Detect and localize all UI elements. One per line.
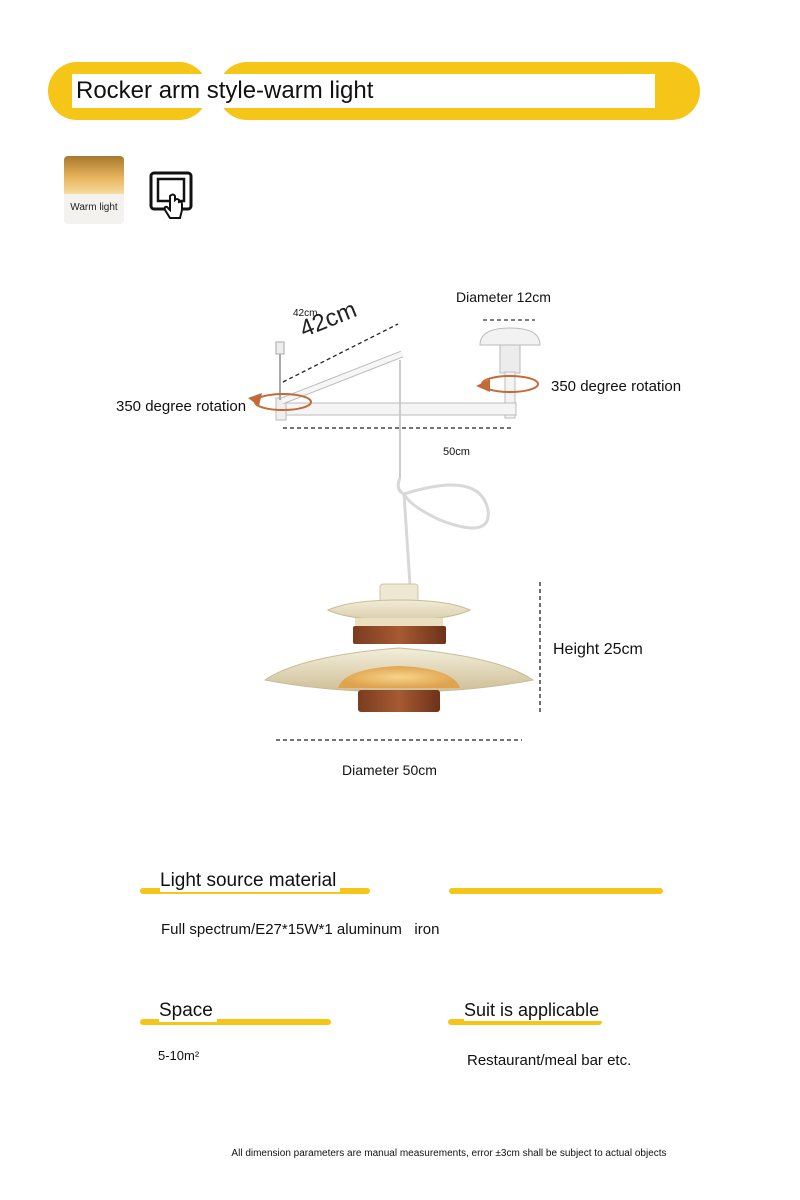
space-bar [140,1019,331,1025]
lamp-cable [396,477,490,586]
footer-note: All dimension parameters are manual meas… [231,1148,667,1159]
warm-light-glow [64,156,124,194]
shade-diameter-label: Diameter 50cm [342,762,437,778]
suitable-value: Restaurant/meal bar etc. [467,1052,632,1069]
light-source-bar-right [449,888,663,894]
canopy-diameter-label: Diameter 12cm [456,289,551,305]
rotation-arrow-left [248,393,312,411]
rotation-arrow-right [476,375,539,393]
lamp-shade [263,583,535,712]
ceiling-canopy [479,319,541,419]
height-label: Height 25cm [553,641,643,658]
suitable-bar [448,1019,602,1025]
rotation-left-label: 350 degree rotation [116,398,247,415]
rotation-right-label: 350 degree rotation [551,378,682,395]
space-value: 5-10m² [158,1048,200,1063]
arm-span-label: 50cm [443,446,470,458]
space-title: Space [159,1000,217,1022]
rocker-arm [275,341,517,478]
warm-light-label: Warm light [70,202,118,213]
arm-length-small-label: 42cm [293,308,318,319]
suitable-title: Suit is applicable [464,1000,604,1021]
page-title: Rocker arm style-warm light [72,74,655,108]
light-source-title: Light source material [160,870,341,892]
lamp-diagram [248,319,541,741]
arm-length-dim-line [282,323,399,383]
warm-light-swatch[interactable]: Warm light [64,156,124,224]
switch-touch-icon [148,170,196,222]
light-source-value: Full spectrum/E27*15W*1 aluminum iron [161,921,440,938]
